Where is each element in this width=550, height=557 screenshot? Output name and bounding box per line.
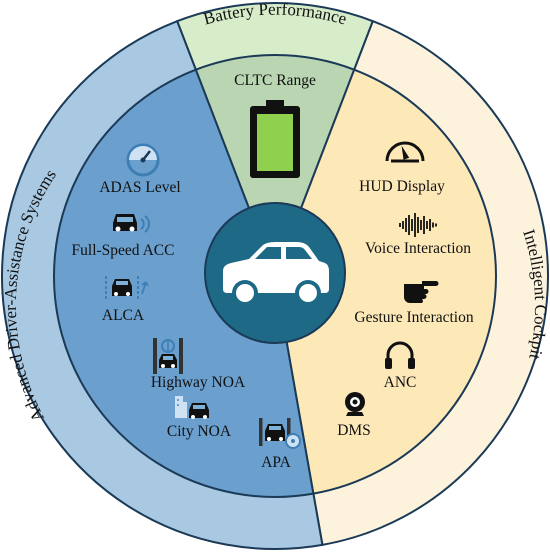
car-radar-icon	[113, 214, 150, 233]
sound-wave-bar	[423, 216, 425, 234]
label-alca: ALCA	[102, 307, 145, 324]
label-hud-display: HUD Display	[359, 178, 445, 195]
label-full-speed-acc: Full-Speed ACC	[72, 242, 175, 259]
parking-steering-icon	[259, 418, 301, 449]
adas-section: ADAS Level Full-Speed ACC ALCA	[72, 143, 301, 471]
sound-wave-bar	[426, 221, 428, 229]
inner-sector-adas	[53, 68, 315, 498]
pointing-hand-icon	[404, 281, 439, 303]
sound-wave-bar	[414, 213, 416, 237]
sound-wave-bar	[417, 217, 419, 233]
speedometer-icon	[385, 141, 425, 163]
label-cltc-range: CLTC Range	[234, 72, 316, 89]
label-apa: APA	[261, 454, 291, 471]
webcam-icon	[345, 392, 365, 416]
sound-wave-bar	[402, 221, 404, 229]
cockpit-section: HUD Display Voice Interaction Gesture In…	[337, 141, 474, 439]
lane-change-icon	[105, 276, 149, 300]
sound-wave-bar	[420, 220, 422, 230]
sound-wave-bar	[429, 219, 431, 231]
inner-sector-cockpit	[273, 68, 497, 495]
label-adas-level: ADAS Level	[99, 179, 180, 196]
sound-wave-bar	[405, 218, 407, 232]
headphones-icon	[385, 341, 415, 369]
label-anc: ANC	[384, 374, 417, 391]
sound-wave-bar	[411, 219, 413, 231]
label-dms: DMS	[337, 422, 371, 439]
label-city-noa: City NOA	[167, 423, 232, 440]
label-gesture-interaction: Gesture Interaction	[354, 309, 473, 326]
sound-wave-bar	[435, 223, 437, 227]
battery-section: CLTC Range	[234, 72, 316, 178]
sound-wave-icon	[399, 213, 437, 237]
sound-wave-bar	[432, 222, 434, 228]
car-icon	[223, 242, 329, 306]
center-hub	[204, 202, 346, 344]
sound-wave-bar	[399, 223, 401, 227]
label-highway-noa: Highway NOA	[151, 374, 246, 391]
gauge-icon	[126, 143, 160, 177]
label-voice-interaction: Voice Interaction	[365, 240, 471, 257]
city-car-icon	[175, 396, 209, 419]
battery-icon	[250, 100, 300, 178]
highway-lane-icon	[153, 338, 183, 374]
sound-wave-bar	[408, 215, 410, 235]
